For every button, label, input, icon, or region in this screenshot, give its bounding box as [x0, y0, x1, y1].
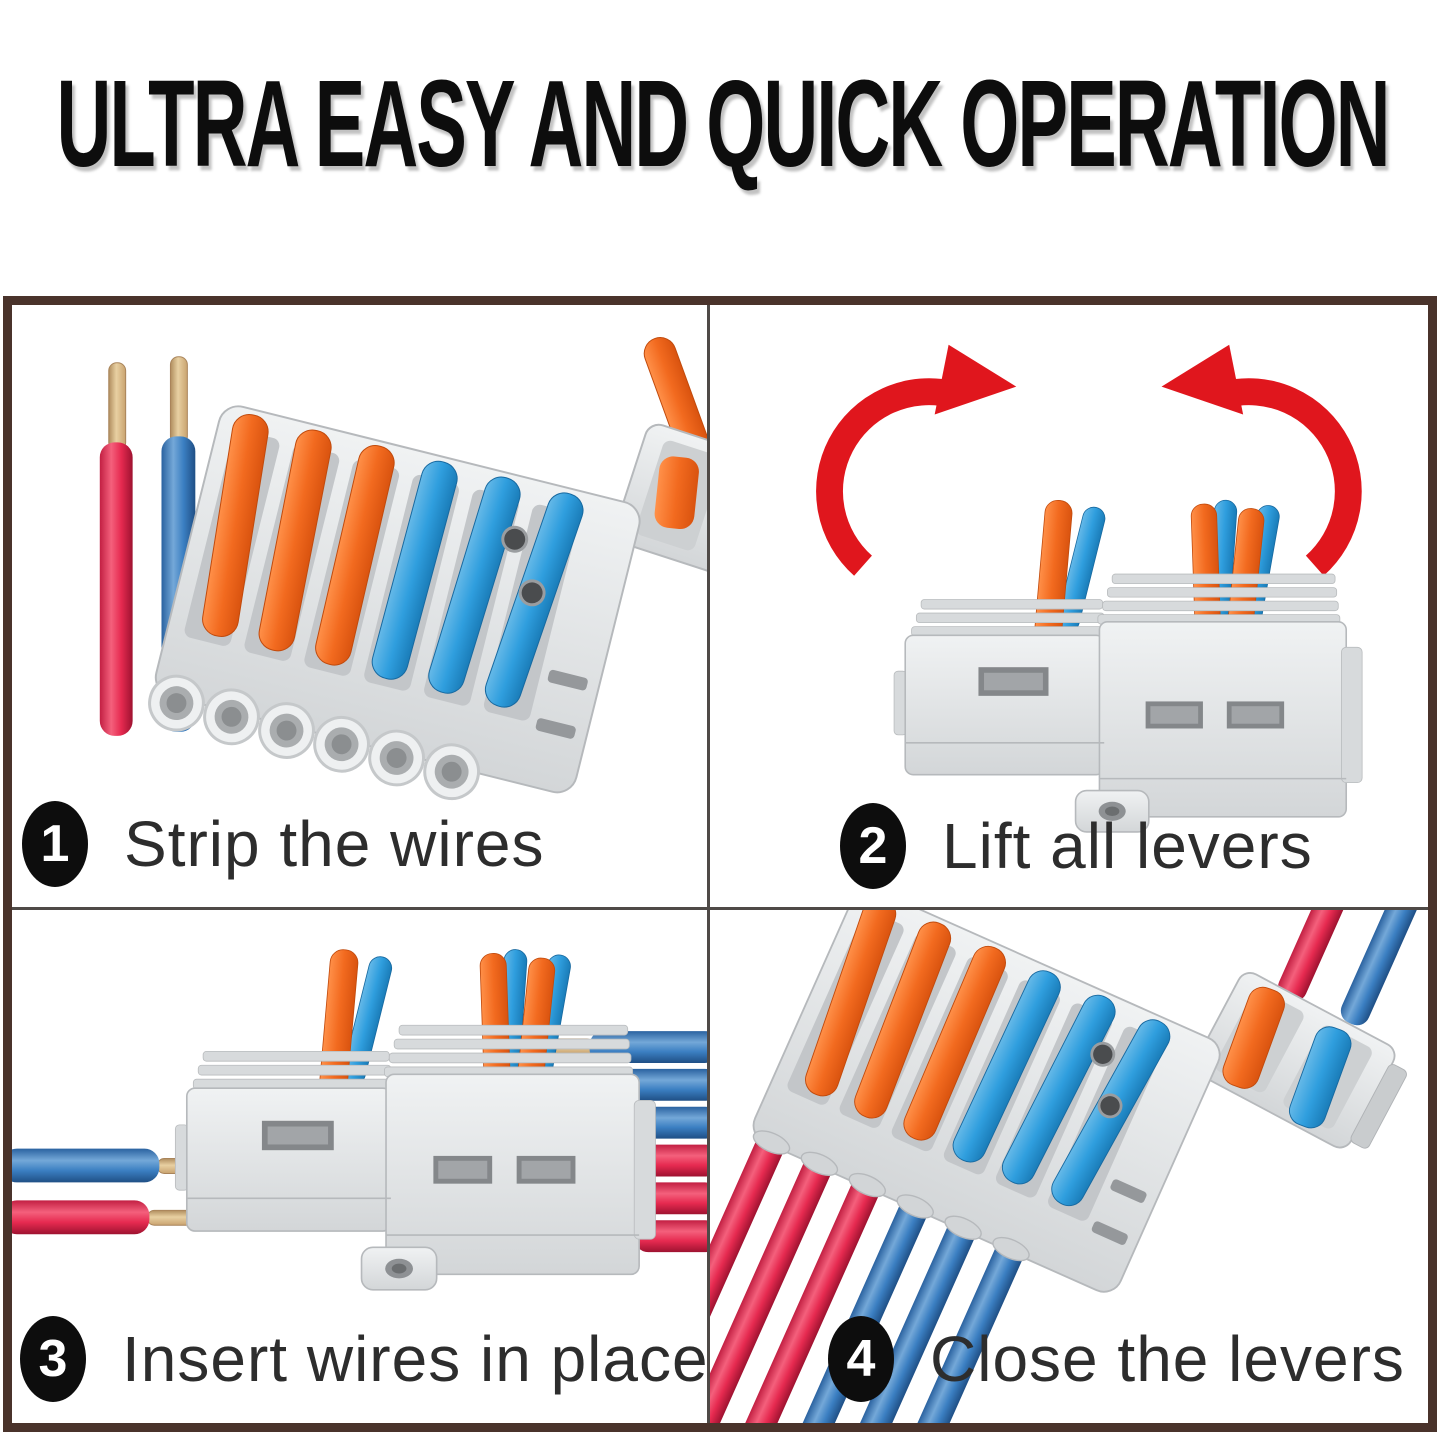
connector-input-block — [613, 337, 707, 596]
housing-windows — [978, 667, 1285, 729]
side-slot — [1091, 1221, 1128, 1245]
step-number-badge: 1 — [22, 801, 88, 887]
step-text: Strip the wires — [124, 808, 545, 880]
side-slot — [547, 669, 588, 691]
panel-step-2: 2 Lift all levers — [710, 305, 1428, 910]
ridge-fins — [911, 573, 1341, 637]
step-number-badge: 3 — [20, 1316, 86, 1402]
side-slot — [535, 718, 576, 739]
housing-windows — [261, 1120, 576, 1184]
input-wires — [1277, 910, 1428, 1026]
screw-hole — [501, 525, 529, 553]
step-3-label: 3 Insert wires in place — [20, 1316, 709, 1402]
step-text: Close the levers — [930, 1323, 1405, 1395]
output-housing — [385, 1073, 640, 1276]
side-slot — [1110, 1179, 1147, 1203]
panel-step-1: 1 Strip the wires — [12, 305, 710, 910]
screw-tab — [1074, 789, 1150, 833]
step-number-badge: 2 — [840, 803, 906, 889]
screw-hole — [1090, 1041, 1116, 1067]
output-housing — [1098, 621, 1348, 818]
rotate-arrow-right — [1161, 344, 1362, 576]
wire-ports — [148, 674, 480, 801]
step-4-label: 4 Close the levers — [828, 1316, 1405, 1402]
step-text: Insert wires in place — [122, 1323, 709, 1395]
ridge-fins — [192, 1024, 634, 1090]
step-text: Lift all levers — [942, 810, 1313, 882]
close-the-levers-illustration — [710, 910, 1428, 1423]
lever-connector-front — [148, 337, 707, 801]
step-2-label: 2 Lift all levers — [840, 803, 1313, 889]
lever-connector-side — [174, 949, 656, 1291]
panel-step-3: 3 Insert wires in place — [12, 910, 710, 1423]
steps-grid-frame: 1 Strip the wires — [3, 296, 1437, 1432]
lever-connector-side — [893, 499, 1363, 833]
strip-the-wires-illustration — [99, 337, 707, 801]
port-collars — [752, 1130, 1030, 1262]
page-title: ULTRA EASY AND QUICK OPERATION — [56, 55, 1391, 194]
step-number-badge: 4 — [828, 1316, 894, 1402]
screw-hole — [1097, 1093, 1123, 1119]
step-1-label: 1 Strip the wires — [22, 801, 544, 887]
screw-hole — [518, 579, 546, 607]
rotate-arrow-left — [816, 344, 1017, 576]
output-wires — [710, 1130, 1025, 1423]
screw-tab — [360, 1246, 438, 1291]
connector-input-block — [1194, 972, 1407, 1149]
input-housing — [185, 1087, 392, 1232]
panel-step-4: 4 Close the levers — [710, 910, 1428, 1423]
lift-all-levers-illustration — [816, 344, 1363, 833]
connected-lever-connector — [710, 910, 1428, 1423]
stripped-red-wire — [99, 362, 133, 736]
left-wire-pair — [12, 1148, 204, 1235]
input-housing — [904, 634, 1106, 776]
insert-wires-illustration — [12, 949, 707, 1291]
